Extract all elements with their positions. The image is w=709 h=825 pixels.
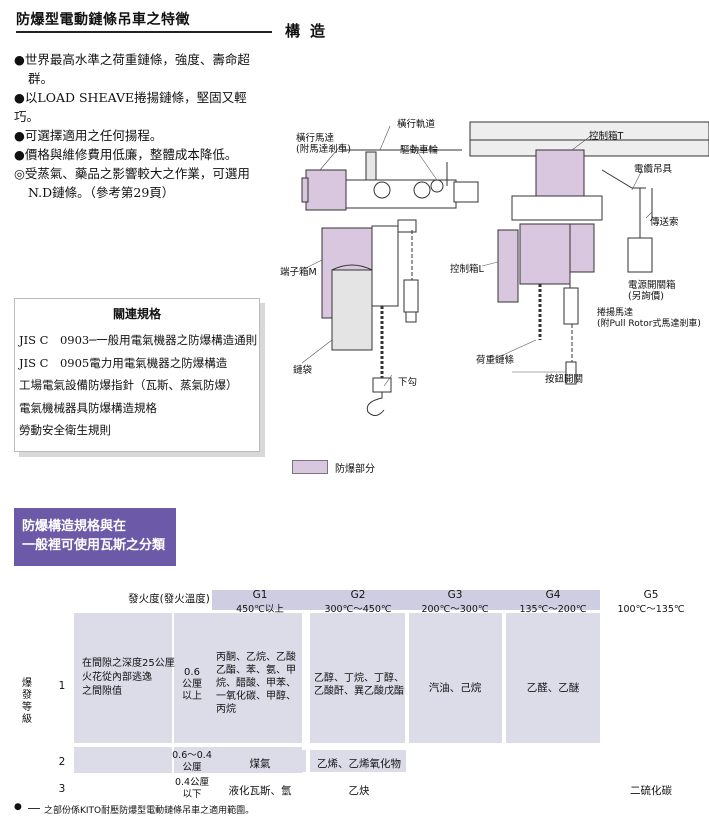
feature-item-line: 群。: [14, 69, 270, 88]
feature-text: N.D鏈條。（參考第29頁）: [28, 185, 175, 200]
feature-item-line: ●以LOAD SHEAVE捲揚鏈條，堅固又輕巧。: [14, 88, 270, 126]
row1-gap: 0.6 公厘 以上: [182, 667, 202, 702]
label-traverse-motor: 橫行馬達 (附馬達剎車): [296, 133, 351, 155]
spec-item: 勞動安全衛生規則: [19, 423, 111, 437]
group-temp-g3: 200℃～300℃: [421, 604, 489, 615]
spec-item: 工場電氣設備防爆指針（瓦斯、蒸氣防爆）: [19, 378, 238, 392]
label-feed-cable: 傳送索: [650, 217, 679, 228]
row1-g2: 乙醇、丁烷、丁醇、 乙酸酐、異乙酸戊酯: [314, 673, 404, 697]
group-temp-g5: 100℃～135℃: [617, 604, 685, 615]
footnote-text: 之部份係KITO耐壓防爆型電動鏈條吊車之適用範圍。: [44, 806, 255, 816]
spec-item: JIS C 0903─一般用電氣機器之防爆構造通則: [19, 333, 258, 347]
explosion-class-side-label: 爆發等級: [22, 678, 32, 725]
label-load-chain: 荷重鏈條: [476, 355, 515, 366]
feature-item-line: ●世界最高水準之荷重鏈條，強度、壽命超: [14, 50, 270, 69]
footnote-bullet: ●: [14, 802, 22, 812]
related-specs-list: JIS C 0903─一般用電氣機器之防爆構造通則 JIS C 0905電力用電氣…: [19, 329, 257, 442]
group-code-g5: G5: [643, 589, 659, 601]
structure-title: 構造: [285, 22, 336, 40]
row2-gap: 0.6～0.4 公厘: [172, 750, 212, 773]
feature-text: 受蒸氣、藥品之影響較大之作業，可選用: [24, 166, 250, 181]
ignition-header: 發火度(發火溫度): [128, 593, 210, 605]
row2-g1: 煤氣: [249, 758, 271, 770]
row1-g1: 丙酮、乙烷、乙酸 乙酯、苯、氨、甲 烷、醋酸、甲苯、 一氧化碳、甲醇、 丙烷: [216, 652, 296, 715]
feature-item-line: N.D鏈條。（參考第29頁）: [14, 183, 270, 202]
group-temp-g2: 300℃～450℃: [324, 604, 392, 615]
feature-text: 可選擇適用之任何揚程。: [24, 128, 163, 143]
label-cable-hanger: 電纜吊具: [634, 164, 673, 175]
group-code-g2: G2: [350, 589, 366, 601]
label-pushbutton: 按鈕開關: [545, 374, 584, 385]
row3-gap: 0.4公厘 以下: [174, 777, 210, 800]
label-control-box-t: 控制箱T: [589, 131, 624, 142]
legend-swatch: [292, 460, 328, 474]
row1-desc: 在間隙之深度25公厘 火花從內部逃逸 之間隙值: [82, 658, 175, 697]
group-temp-g1: 450℃以上: [236, 604, 284, 615]
feature-text: 世界最高水準之荷重鏈條，強度、壽命超: [24, 52, 250, 67]
group-code-g4: G4: [545, 589, 561, 601]
label-hook: 下勾: [398, 377, 418, 388]
features-title: 防爆型電動鏈條吊車之特徵: [16, 12, 190, 28]
col-divider: [405, 613, 409, 743]
classification-banner: 防爆構造規格與在 一般裡可使用瓦斯之分類: [14, 508, 176, 566]
label-drive-wheel: 驅動車輪: [400, 145, 439, 156]
group-code-g3: G3: [447, 589, 463, 601]
col-divider: [306, 613, 310, 773]
col-divider: [172, 613, 174, 788]
feature-text: 以LOAD SHEAVE捲揚鏈條，堅固又輕巧。: [14, 90, 247, 124]
label-control-box-l: 控制箱L: [450, 264, 484, 275]
group-code-g1: G1: [252, 589, 268, 601]
legend-label: 防爆部分: [335, 464, 375, 475]
row1-g4: 乙醛、乙醚: [526, 682, 580, 694]
banner-line-1: 防爆構造規格與在: [22, 519, 127, 534]
feature-bullet: ●: [14, 52, 25, 67]
label-power-switch-box: 電源開關箱 (另詢價): [628, 280, 676, 302]
row1-g3: 汽油、己烷: [428, 682, 482, 694]
feature-bullet: ●: [14, 147, 25, 162]
spec-item: 電氣機械器具防爆構造規格: [19, 400, 157, 415]
row3-g5: 二硫化碳: [630, 785, 672, 797]
features-list: ●世界最高水準之荷重鏈條，強度、壽命超群。●以LOAD SHEAVE捲揚鏈條，堅…: [14, 50, 270, 202]
feature-item-line: ●價格與維修費用低廉，整體成本降低。: [14, 145, 270, 164]
label-hoist-motor: 捲揚馬達 (附Pull Rotor式馬達剎車): [597, 308, 701, 329]
feature-text: 價格與維修費用低廉，整體成本降低。: [24, 147, 238, 162]
row2-level: 2: [58, 756, 66, 768]
row2-shade-g1: [212, 750, 308, 772]
row3-level: 3: [58, 783, 66, 795]
group-temp-g4: 135℃～200℃: [519, 604, 587, 615]
related-specs-box: 關連規格 JIS C 0903─一般用電氣機器之防爆構造通則 JIS C 0905…: [14, 298, 260, 452]
banner-line-2: 一般裡可使用瓦斯之分類: [22, 538, 166, 553]
label-terminal-box-m: 端子箱M: [280, 267, 317, 278]
footnote-dash: [28, 808, 40, 809]
feature-bullet: ●: [14, 128, 25, 143]
header-shade: [212, 590, 600, 610]
related-specs-title: 關連規格: [112, 307, 161, 321]
spec-item: JIS C 0905電力用電氣機器之防爆構造: [19, 355, 228, 370]
feature-bullet: ◎: [14, 166, 25, 181]
label-chain-bag: 鏈袋: [293, 365, 313, 376]
col-divider: [502, 613, 506, 743]
shade-zone-right: [310, 613, 600, 743]
row3-g2: 乙炔: [348, 785, 370, 797]
feature-text: 群。: [28, 71, 54, 86]
title-underline: [16, 31, 272, 33]
row-divider: [74, 743, 600, 747]
feature-item-line: ●可選擇適用之任何揚程。: [14, 126, 270, 145]
feature-item-line: ◎受蒸氣、藥品之影響較大之作業，可選用: [14, 164, 270, 183]
row2-g2: 乙烯、乙烯氧化物: [317, 758, 401, 770]
row1-level: 1: [58, 680, 66, 692]
row3-g1: 液化瓦斯、氫: [228, 785, 292, 797]
hoist-structure-diagram: [301, 121, 709, 416]
label-traverse-rail: 橫行軌道: [397, 119, 436, 130]
row2-shade-g2: [310, 750, 406, 772]
feature-bullet: ●: [14, 90, 25, 105]
